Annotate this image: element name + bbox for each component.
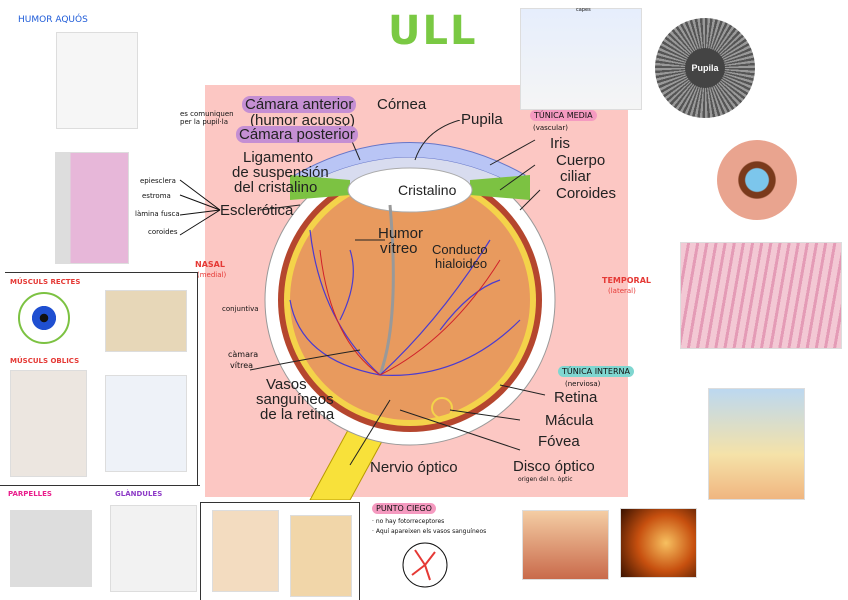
punto-ciego-item: · no hay fotorreceptores [372, 518, 445, 525]
label-esclerotica: Esclerótica [220, 202, 294, 219]
parpelles-heading: PARPELLES [8, 490, 52, 498]
anterior-chamber [305, 157, 515, 195]
label-pupila: Pupila [461, 111, 503, 128]
optic-disc-image [522, 510, 609, 580]
muscles-section [5, 272, 198, 485]
macula-marker [431, 397, 453, 419]
blind-spot-diagram [402, 542, 448, 588]
pupila-image-label: Pupila [685, 48, 725, 88]
label-vitreo: vítreo [380, 240, 418, 257]
camara-posterior-text: Cámara posterior [236, 126, 358, 143]
label-vasos: Vasos [266, 376, 307, 393]
label-cuerpo: Cuerpo [556, 152, 606, 169]
label-humor: Humor [378, 225, 424, 242]
punto-ciego-heading: PUNTO CIEGO [372, 503, 436, 514]
label-sanguineos: sanguíneos [256, 391, 334, 408]
note-camara-vitrea-2: vítrea [230, 361, 254, 370]
note-tunica-media: TÚNICA MEDIA [530, 110, 597, 121]
choroid-histology-image [680, 242, 842, 349]
lens [347, 167, 473, 213]
muscles-rectes-heading: MÚSCULS RECTES [10, 278, 81, 286]
note-epiesclera: epiesclera [140, 177, 176, 185]
eyelid-image [10, 510, 92, 587]
ciliary-body-image [717, 140, 797, 220]
iris-muscles-image: Pupila [655, 18, 755, 118]
note-nasal-sub: (medial) [197, 271, 227, 279]
note-tunica-interna-sub: (nerviosa) [565, 380, 601, 388]
note-humor-aquos: HUMOR AQUÓS [18, 15, 88, 25]
esclerotica-arrows [179, 179, 221, 236]
aqueous-humor-diagram [56, 32, 138, 129]
retina-layers-image [708, 388, 805, 500]
orbit-anatomy-section [200, 502, 360, 600]
page-title: ULL [388, 8, 478, 54]
label-macula: Mácula [545, 412, 594, 429]
note-disco-sub: origen del n. òptic [518, 476, 573, 483]
note-se-comuniquen: es comuniquen per la pupil·la [180, 110, 234, 126]
sclera-histology-image [55, 152, 129, 264]
note-lamina-fusca: làmina fusca [135, 210, 180, 218]
oblique-muscles-diagram [105, 375, 187, 472]
label-iris: Iris [550, 135, 570, 152]
label-hialoideo: hialoideo [435, 256, 488, 271]
muscles-oblics-heading: MÚSCULS OBLICS [10, 357, 80, 365]
label-cornea: Córnea [377, 96, 427, 113]
label-camara-anterior: Cámara anterior [242, 96, 357, 113]
label-coroides: Coroides [556, 185, 617, 202]
label-retina: Retina [554, 389, 598, 406]
orbit-sagittal-image [290, 515, 352, 597]
note-temporal-sub: (lateral) [608, 287, 636, 295]
lacrimal-gland-image [110, 505, 197, 592]
orbit-image [105, 290, 187, 352]
label-ligamento-3: del cristalino [234, 179, 318, 196]
punto-ciego-item: · Aquí apareixen els vasos sanguíneos [372, 528, 487, 535]
divider [0, 485, 200, 486]
label-conducto: Conducto [432, 242, 488, 257]
note-conjuntiva: conjuntiva [222, 305, 259, 313]
label-humor-acuoso: (humor acuoso) [250, 112, 356, 129]
label-ligamento-1: Ligamento [243, 149, 314, 166]
label-de-la-retina: de la retina [260, 406, 335, 423]
glandules-heading: GLÀNDULES [115, 490, 163, 498]
retinal-vessels [289, 229, 521, 376]
hyaloid-canal [378, 204, 395, 376]
note-camara-vitrea-1: càmara [228, 350, 259, 359]
note-tunica-interna: TÚNICA INTERNA [558, 366, 634, 377]
note-tunica-media-sub: (vascular) [533, 124, 568, 132]
vitreous-body [290, 180, 530, 420]
label-ligamento-2: de suspensión [232, 164, 329, 181]
eye-diagram [249, 120, 556, 500]
note-estroma: estroma [142, 192, 171, 200]
rectus-muscles-diagram [18, 292, 70, 344]
label-ciliar: ciliar [560, 168, 591, 185]
label-disco-optico: Disco óptico [513, 458, 595, 475]
label-camara-posterior: Cámara posterior [236, 126, 358, 143]
note-nasal: NASAL [195, 260, 225, 269]
note-temporal: TEMPORAL [602, 276, 651, 285]
cornea-layers-image: capes [520, 7, 642, 110]
oblique-muscles-image [10, 370, 87, 477]
label-cristalino: Cristalino [398, 182, 457, 198]
note-coroides: coroides [148, 228, 178, 236]
orbit-cross-section-image [212, 510, 279, 592]
retinal-arteries [319, 249, 501, 376]
label-fovea: Fóvea [538, 433, 580, 450]
fundus-image [620, 508, 697, 578]
label-nervio-optico: Nervio óptico [370, 459, 458, 476]
camara-anterior-text: Cámara anterior [242, 96, 357, 113]
capes-label: capes [576, 7, 591, 13]
